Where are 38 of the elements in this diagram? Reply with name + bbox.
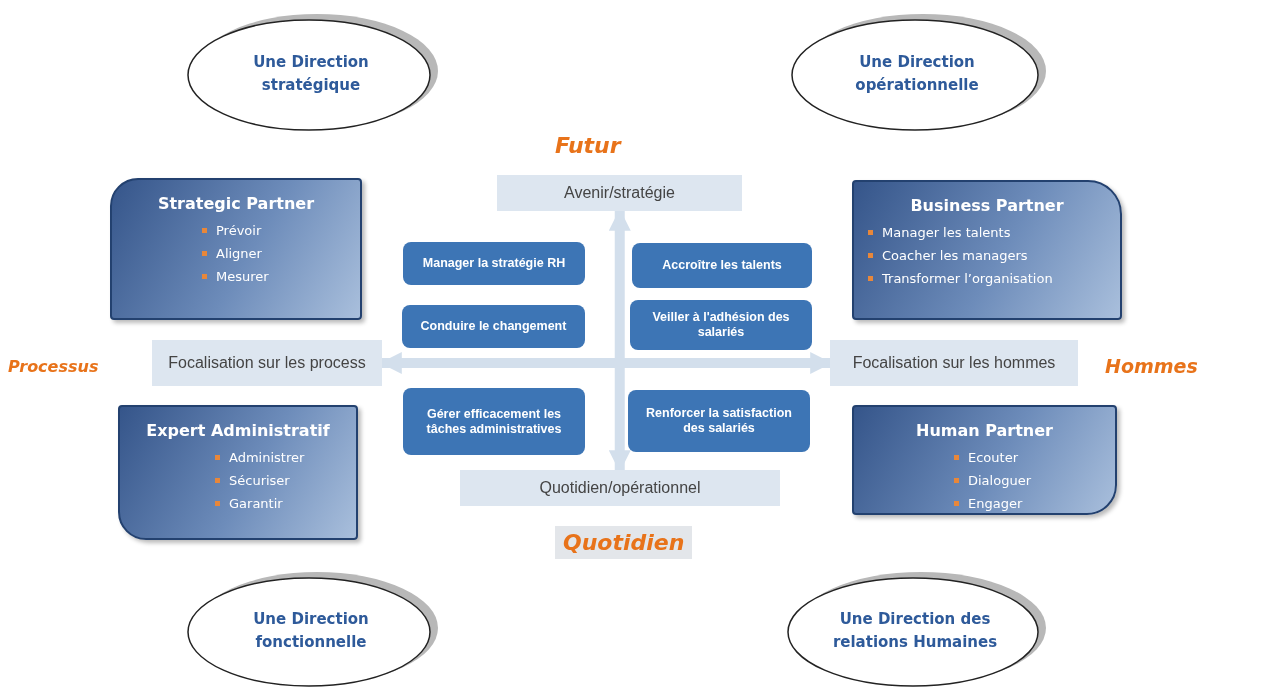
direction-title: Une Direction opérationnelle	[854, 51, 980, 95]
direction-title: Une Direction des relations Humaines	[831, 608, 999, 652]
role-card	[852, 180, 1122, 320]
role-title: Business Partner	[909, 196, 1065, 215]
mission-box: Gérer efficacement les tâches administratives	[403, 388, 585, 455]
role-title: Human Partner	[915, 421, 1054, 440]
mission-box: Veiller à l'adhésion des salariés	[630, 300, 812, 350]
axis-pole-label: Processus	[8, 357, 99, 376]
mission-box: Accroître les talents	[632, 243, 812, 288]
list-item: Administrer	[229, 449, 305, 467]
list-item: Mesurer	[216, 268, 269, 286]
axis-label-box: Focalisation sur les process	[152, 340, 382, 386]
list-item: Ecouter	[968, 449, 1018, 467]
role-card	[118, 405, 358, 540]
list-item: Sécuriser	[229, 472, 290, 490]
mission-box: Manager la stratégie RH	[403, 242, 585, 285]
list-item: Dialoguer	[968, 472, 1031, 490]
axis-pole-label: Futur	[555, 133, 621, 158]
direction-title: Une Direction fonctionnelle	[252, 608, 370, 652]
axis-label-box: Avenir/stratégie	[497, 175, 742, 211]
axis-label-box: Quotidien/opérationnel	[460, 470, 780, 506]
axis-pole-label: Quotidien	[555, 526, 693, 559]
direction-title: Une Direction stratégique	[252, 51, 370, 95]
list-item: Aligner	[216, 245, 262, 263]
list-item: Transformer l’organisation	[882, 270, 1053, 288]
mission-box: Renforcer la satisfaction des salariés	[628, 390, 810, 452]
list-item: Garantir	[229, 495, 283, 513]
role-title: Expert Administratif	[145, 421, 331, 440]
list-item: Manager les talents	[882, 224, 1011, 242]
axis-pole-label: Hommes	[1105, 355, 1198, 377]
role-card	[110, 178, 362, 320]
list-item: Prévoir	[216, 222, 262, 240]
axis-label-box: Focalisation sur les hommes	[830, 340, 1078, 386]
list-item: Engager	[968, 495, 1023, 513]
mission-box: Conduire le changement	[402, 305, 585, 348]
role-card	[852, 405, 1117, 515]
list-item: Coacher les managers	[882, 247, 1028, 265]
role-title: Strategic Partner	[156, 194, 316, 213]
